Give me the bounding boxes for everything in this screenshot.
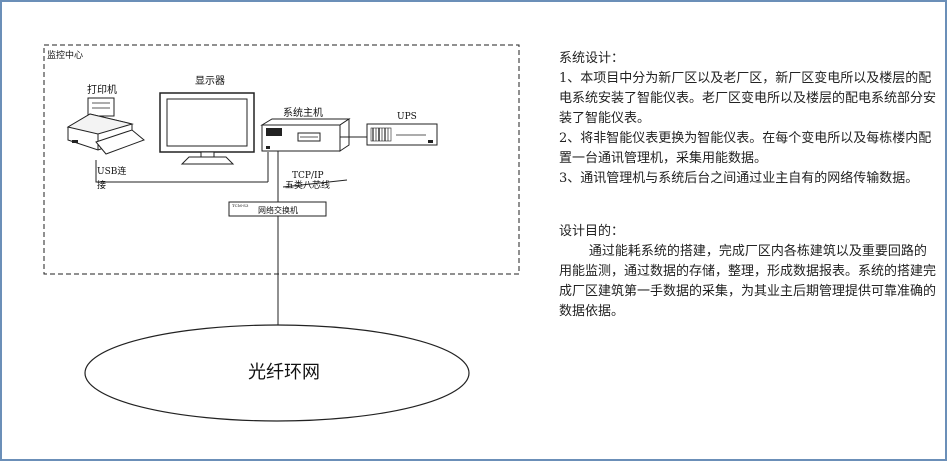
printer-label: 打印机 bbox=[87, 83, 117, 96]
ups-label: UPS bbox=[397, 112, 417, 122]
printer-icon bbox=[66, 97, 145, 155]
host-computer-icon bbox=[260, 118, 351, 152]
monitoring-center-boundary bbox=[43, 44, 520, 275]
fiber-ring-label: 光纤环网 bbox=[248, 362, 320, 383]
design-point-3: 3、通讯管理机与系统后台之间通过业主自有的网络传输数据。 bbox=[559, 171, 919, 186]
usb-label-line-2: 接 bbox=[97, 179, 106, 191]
cable-label: 五类八芯线 bbox=[285, 179, 330, 191]
usb-label-line-1: USB连 bbox=[97, 165, 126, 177]
goal-title: 设计目的： bbox=[559, 224, 625, 239]
design-point-1: 1、本项目中分为新厂区以及老厂区，新厂区变电所以及楼层的配电系统安装了智能仪表。… bbox=[559, 71, 937, 126]
monitor-icon bbox=[159, 92, 255, 165]
design-section: 系统设计： 1、本项目中分为新厂区以及老厂区，新厂区变电所以及楼层的配电系统安装… bbox=[559, 49, 937, 189]
display-label: 显示器 bbox=[195, 75, 225, 87]
ups-icon bbox=[366, 123, 438, 146]
goal-body: 通过能耗系统的搭建，完成厂区内各栋建筑以及重要回路的用能监测，通过数据的存储，整… bbox=[559, 244, 937, 319]
design-point-2: 2、将非智能仪表更换为智能仪表。在每个变电所以及每栋楼内配置一台通讯管理机，采集… bbox=[559, 131, 932, 166]
connection-lines bbox=[95, 136, 367, 326]
host-label: 系统主机 bbox=[283, 106, 323, 119]
fiber-ring-network bbox=[84, 324, 470, 422]
switch-label: 网络交换机 bbox=[258, 205, 298, 215]
design-title: 系统设计： bbox=[559, 51, 625, 66]
network-switch-icon bbox=[228, 201, 327, 217]
monitoring-center-label: 监控中心 bbox=[47, 49, 83, 61]
goal-section: 设计目的： 通过能耗系统的搭建，完成厂区内各栋建筑以及重要回路的用能监测，通过数… bbox=[559, 222, 937, 322]
switch-model-tag: TCM-S3 bbox=[232, 203, 249, 208]
protocol-label: TCP/IP bbox=[292, 171, 324, 181]
